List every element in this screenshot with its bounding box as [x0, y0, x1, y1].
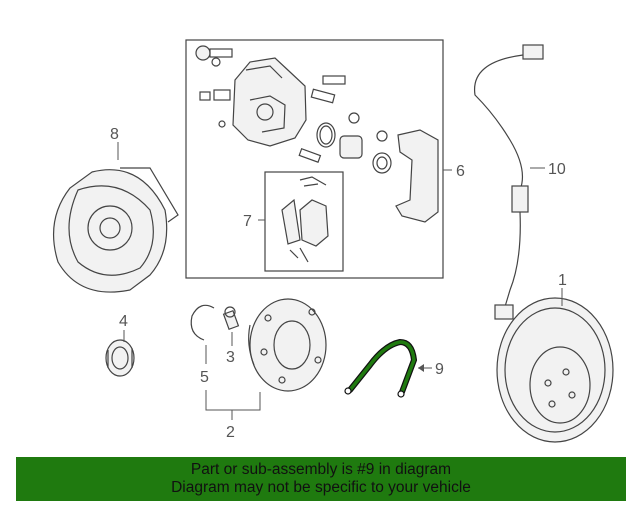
brake-rotor: [496, 297, 614, 443]
callout-1: 1: [558, 272, 567, 289]
parts-diagram: 6 7 8 10 1 4 5: [53, 39, 614, 443]
callout-8: 8: [110, 126, 119, 143]
brake-pad-kit-box: [264, 171, 344, 272]
caliper-bolts: [195, 45, 388, 163]
caliper-box-outline: [185, 39, 444, 279]
callout-9: 9: [435, 361, 444, 378]
snap-ring: [190, 304, 215, 341]
callout-5: 5: [200, 369, 209, 386]
banner-line-2: Diagram may not be specific to your vehi…: [171, 479, 471, 496]
caliper-assembly-box: [185, 39, 444, 279]
caliper-bracket: [395, 129, 439, 223]
piston-and-seal: [316, 122, 392, 174]
callout-10: 10: [548, 161, 566, 178]
abs-wheel-speed-sensor: [474, 44, 544, 320]
highlighted-part-9: [344, 338, 418, 398]
callout-6: 6: [456, 163, 465, 180]
callout-7: 7: [243, 213, 252, 230]
wheel-hub: [248, 298, 327, 392]
info-banner: Part or sub-assembly is #9 in diagram Di…: [16, 457, 626, 501]
backing-plate: [53, 167, 179, 293]
banner-line-1: Part or sub-assembly is #9 in diagram: [190, 461, 452, 478]
wheel-stud: [222, 306, 240, 330]
caliper-body: [232, 57, 307, 147]
callout-3: 3: [226, 349, 235, 366]
callout-2: 2: [226, 424, 235, 441]
callout-4: 4: [119, 313, 128, 330]
wheel-bearing: [105, 339, 135, 377]
